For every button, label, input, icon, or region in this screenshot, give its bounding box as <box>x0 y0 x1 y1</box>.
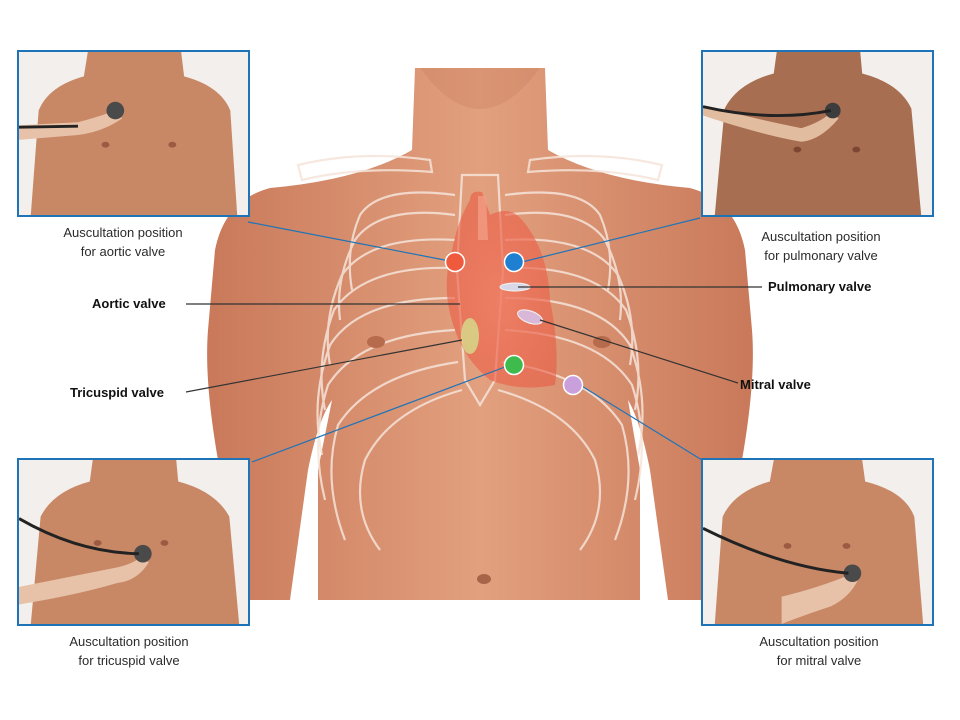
leader-lines <box>185 217 762 463</box>
pulmonary-photo <box>701 50 934 217</box>
mitral-valve-shape <box>517 309 543 325</box>
aortic-valve-label: Aortic valve <box>92 296 166 311</box>
mitral-valve-label: Mitral valve <box>740 377 811 392</box>
aortic-marker <box>444 251 466 273</box>
pulmonary-caption: Auscultation position for pulmonary valv… <box>706 227 936 265</box>
tricuspid-caption-line1: Auscultation position <box>69 634 189 649</box>
aortic-caption-line1: Auscultation position <box>63 225 183 240</box>
mitral-caption: Auscultation position for mitral valve <box>704 632 934 670</box>
tricuspid-photo <box>17 458 250 626</box>
pulmonary-marker <box>503 251 525 273</box>
tricuspid-valve-shape <box>461 318 479 354</box>
tricuspid-marker <box>503 354 525 376</box>
pulmonary-valve-label: Pulmonary valve <box>768 279 872 294</box>
tricuspid-caption-line2: for tricuspid valve <box>78 653 180 668</box>
mitral-caption-line1: Auscultation position <box>759 634 879 649</box>
mitral-caption-line2: for mitral valve <box>776 653 862 668</box>
ribcage <box>296 154 664 551</box>
tricuspid-valve-label: Tricuspid valve <box>70 385 164 400</box>
tricuspid-caption: Auscultation position for tricuspid valv… <box>14 632 244 670</box>
mitral-marker <box>562 374 584 396</box>
pulmonary-caption-line2: for pulmonary valve <box>764 248 878 263</box>
mitral-photo <box>701 458 934 626</box>
pulmonary-caption-line1: Auscultation position <box>761 229 881 244</box>
aortic-caption-line2: for aortic valve <box>80 244 166 259</box>
aortic-caption: Auscultation position for aortic valve <box>8 223 238 261</box>
aortic-photo <box>17 50 250 217</box>
